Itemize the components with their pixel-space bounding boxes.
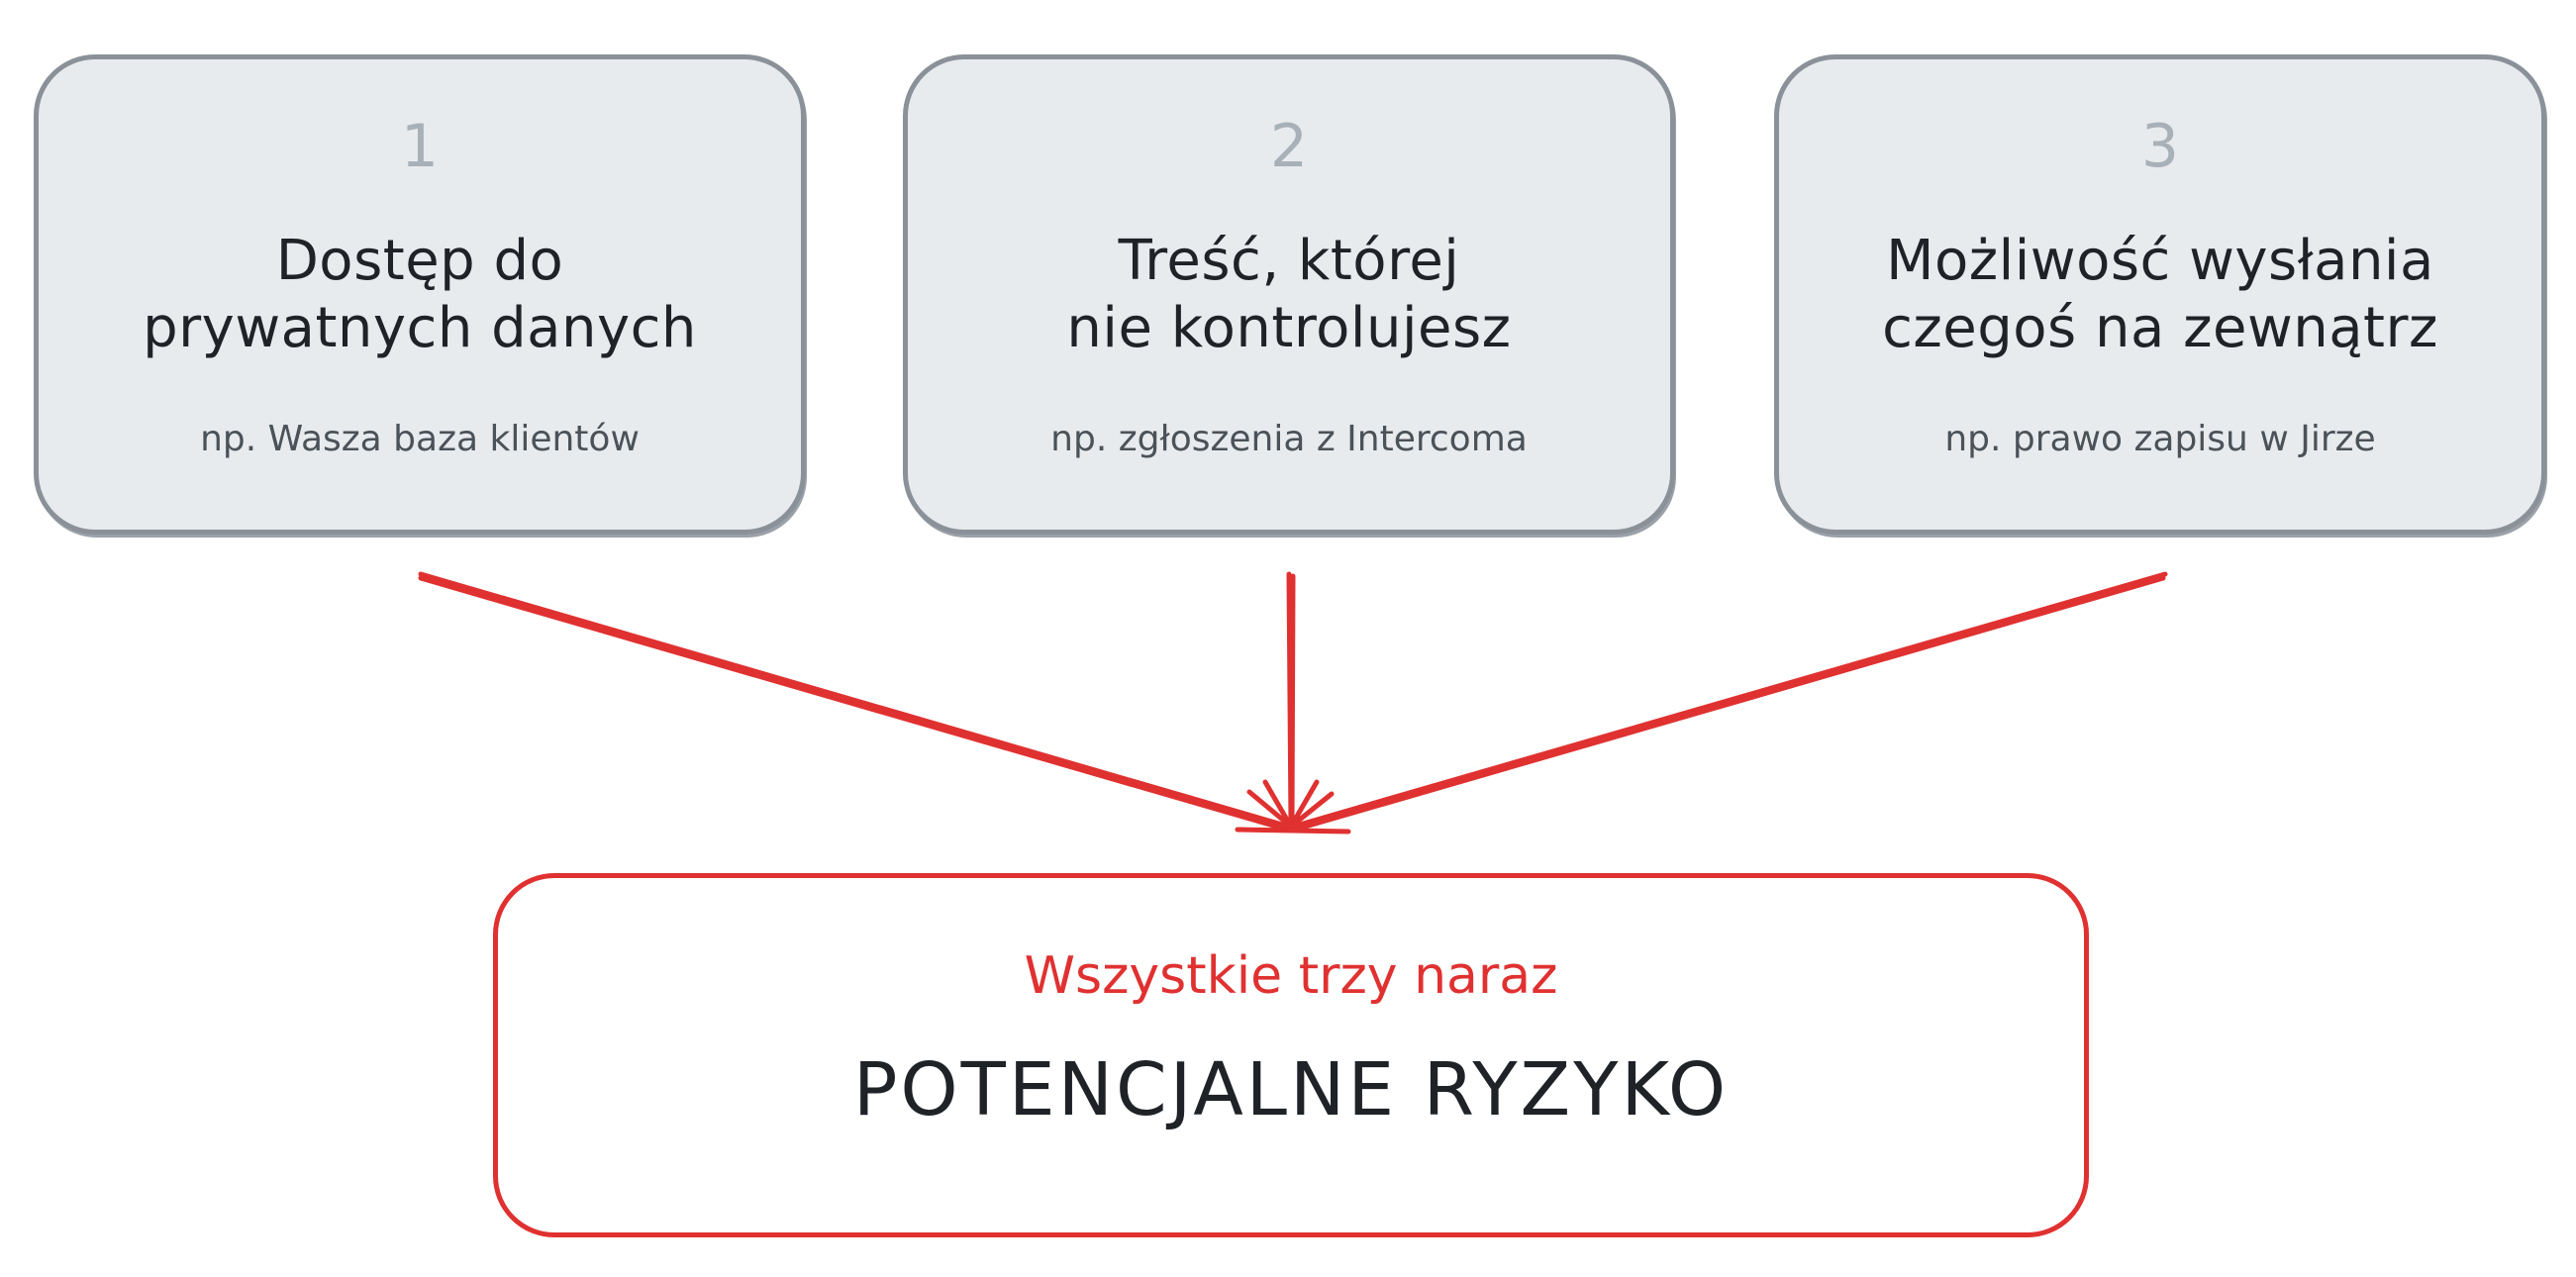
card-number: 1 — [400, 112, 440, 181]
card-title: Treść, której nie kontrolujesz — [928, 228, 1650, 362]
arrow-center — [1286, 571, 1296, 827]
arrow-right — [1290, 571, 2168, 833]
card-title-line-1: Dostęp do — [275, 229, 564, 293]
result-subtitle: Wszystkie trzy naraz — [1024, 946, 1558, 1006]
card-title-line-2: czegoś na zewnątrz — [1882, 296, 2438, 360]
card-example: np. zgłoszenia z Intercoma — [1050, 419, 1528, 459]
result-box-potential-risk: Wszystkie trzy naraz POTENCJALNE RYZYKO — [493, 873, 2089, 1237]
card-title-line-1: Treść, której — [1118, 229, 1460, 293]
card-title: Możliwość wysłania czegoś na zewnątrz — [1799, 228, 2522, 362]
card-title-line-1: Możliwość wysłania — [1886, 229, 2434, 293]
result-title: POTENCJALNE RYZYKO — [852, 1047, 1730, 1132]
card-number: 2 — [1269, 112, 1309, 181]
card-private-data-access: 1 Dostęp do prywatnych danych np. Wasza … — [34, 54, 806, 535]
card-title-line-2: prywatnych danych — [143, 296, 697, 360]
card-example: np. Wasza baza klientów — [200, 419, 640, 459]
card-example: np. prawo zapisu w Jirze — [1944, 419, 2376, 459]
card-external-send: 3 Możliwość wysłania czegoś na zewnątrz … — [1774, 54, 2546, 535]
card-title-line-2: nie kontrolujesz — [1066, 296, 1512, 360]
arrow-left — [418, 571, 1292, 833]
arrowhead — [1235, 779, 1351, 835]
card-title: Dostęp do prywatnych danych — [58, 228, 781, 362]
card-uncontrolled-content: 2 Treść, której nie kontrolujesz np. zgł… — [903, 54, 1675, 535]
card-number: 3 — [2140, 112, 2180, 181]
